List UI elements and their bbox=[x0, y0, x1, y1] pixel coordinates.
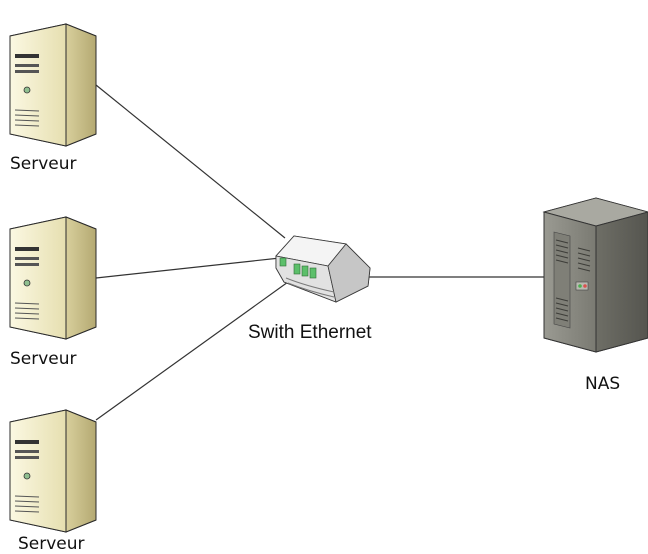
server-label-1: Serveur bbox=[10, 154, 77, 174]
link-server2-switch bbox=[95, 257, 281, 279]
nas-label: NAS bbox=[585, 374, 621, 394]
server-tower-icon bbox=[9, 216, 97, 340]
ethernet-switch-icon bbox=[275, 235, 371, 303]
server-tower-icon bbox=[9, 409, 97, 533]
server-label-3: Serveur bbox=[18, 534, 85, 554]
server-tower-icon bbox=[9, 23, 97, 147]
nas-cabinet-icon bbox=[542, 197, 648, 353]
server-label-2: Serveur bbox=[10, 349, 77, 369]
connection-lines bbox=[95, 84, 546, 421]
switch-label: Swith Ethernet bbox=[248, 322, 372, 343]
link-server3-switch bbox=[95, 281, 289, 421]
link-server1-switch bbox=[95, 84, 286, 239]
